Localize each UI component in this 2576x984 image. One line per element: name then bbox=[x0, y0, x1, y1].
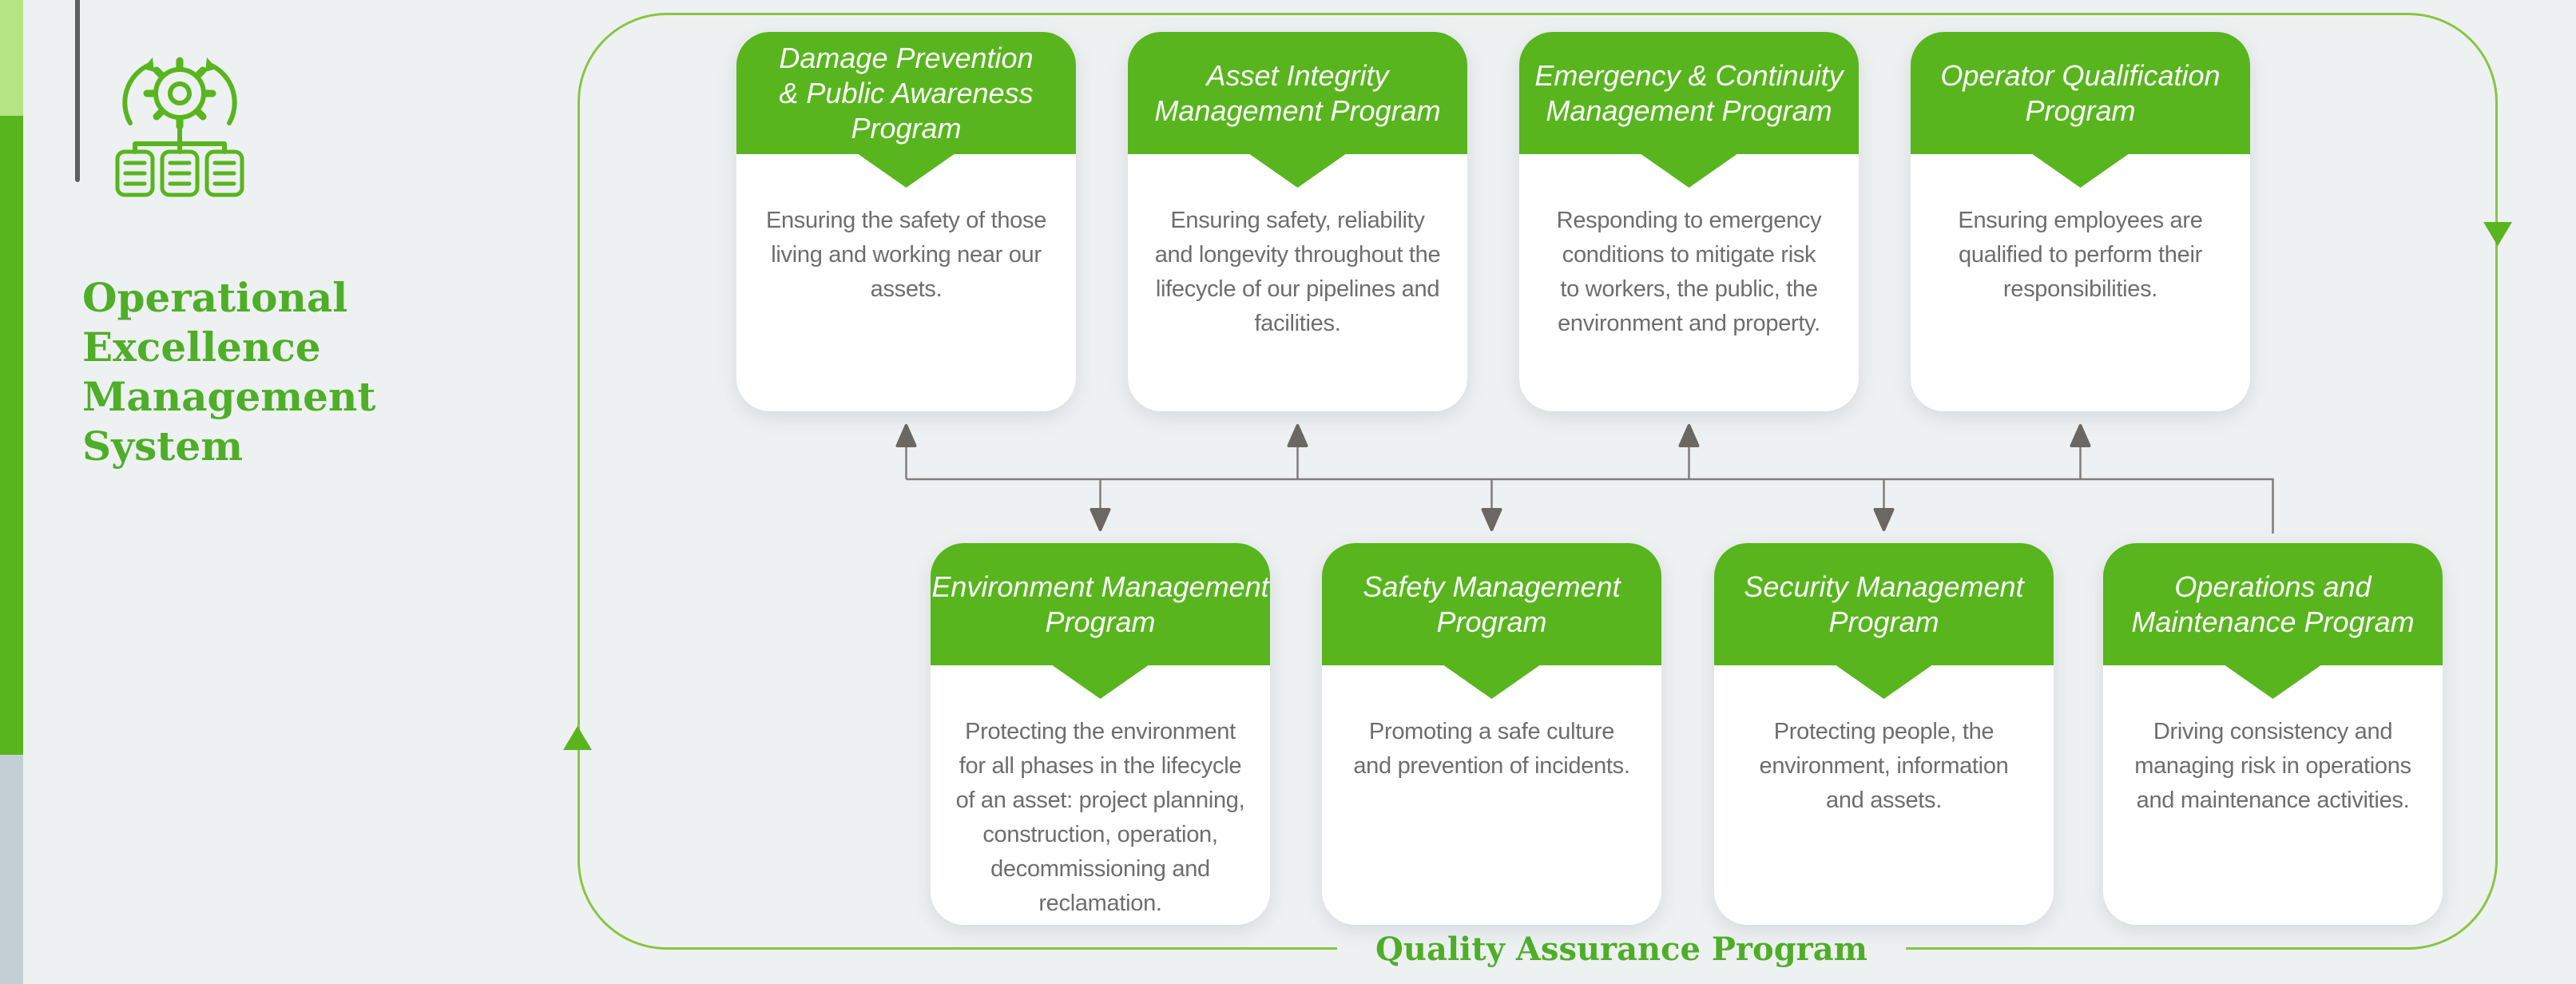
connector-up-stubs bbox=[905, 446, 2082, 479]
program-card-body: Ensuring employees are qualified to perf… bbox=[1911, 154, 2250, 411]
down-arrowhead-icon bbox=[1873, 508, 1895, 531]
program-card-header: Environment Management Program bbox=[931, 543, 1270, 665]
program-card-title: Environment Management Program bbox=[931, 569, 1269, 638]
program-card-header: Operations and Maintenance Program bbox=[2103, 543, 2443, 665]
left-strip-green bbox=[0, 116, 23, 755]
program-card-description: Driving consistency and managing risk in… bbox=[2134, 719, 2411, 813]
program-card-description: Responding to emergency conditions to mi… bbox=[1556, 208, 1822, 336]
program-card-description: Ensuring the safety of those living and … bbox=[765, 208, 1047, 302]
program-card-header: Safety Management Program bbox=[1322, 543, 1661, 665]
up-arrowhead-icon bbox=[1678, 424, 1700, 447]
program-card-body: Ensuring the safety of those living and … bbox=[736, 154, 1076, 411]
program-card: Asset Integrity Management Program Ensur… bbox=[1128, 32, 1467, 411]
cycle-arrowhead-left bbox=[143, 58, 154, 72]
program-card-title: Operator Qualification Program bbox=[1940, 58, 2221, 127]
program-card-header: Asset Integrity Management Program bbox=[1128, 32, 1467, 154]
program-card-description: Ensuring employees are qualified to perf… bbox=[1958, 208, 2203, 302]
program-card-body: Ensuring safety, reliability and longevi… bbox=[1128, 154, 1467, 411]
program-card-title: Asset Integrity Management Program bbox=[1154, 58, 1441, 127]
connector-bus-line bbox=[906, 478, 2274, 534]
program-card-body: Protecting the environment for all phase… bbox=[931, 665, 1270, 925]
up-arrowhead-icon bbox=[895, 424, 917, 447]
program-card-header: Damage Prevention & Public Awareness Pro… bbox=[736, 32, 1076, 154]
program-card-title: Emergency & Continuity Management Progra… bbox=[1534, 58, 1844, 127]
program-card: Operations and Maintenance Program Drivi… bbox=[2103, 543, 2443, 925]
qa-program-label: Quality Assurance Program bbox=[1337, 926, 1906, 974]
program-card: Operator Qualification Program Ensuring … bbox=[1911, 32, 2250, 411]
program-card-description: Ensuring safety, reliability and longevi… bbox=[1154, 208, 1441, 336]
program-card-body: Promoting a safe culture and prevention … bbox=[1322, 665, 1661, 925]
program-card-description: Protecting the environment for all phase… bbox=[955, 719, 1245, 916]
up-arrowhead-icon bbox=[2070, 424, 2091, 447]
program-card-header: Operator Qualification Program bbox=[1911, 32, 2250, 154]
program-card-title: Operations and Maintenance Program bbox=[2131, 569, 2415, 638]
program-card: Environment Management Program Protectin… bbox=[931, 543, 1270, 925]
program-card-title: Safety Management Program bbox=[1363, 569, 1621, 638]
program-card-description: Promoting a safe culture and prevention … bbox=[1353, 719, 1630, 779]
down-arrowhead-icon bbox=[1090, 508, 1111, 531]
left-strip-light-green bbox=[0, 0, 23, 116]
program-card: Emergency & Continuity Management Progra… bbox=[1519, 32, 1859, 411]
program-card-body: Driving consistency and managing risk in… bbox=[2103, 665, 2443, 925]
page-title: Operational Excellence Management System bbox=[82, 274, 376, 470]
connector-lines bbox=[895, 424, 2274, 534]
program-card-description: Protecting people, the environment, info… bbox=[1759, 719, 2009, 813]
program-card: Safety Management Program Promoting a sa… bbox=[1322, 543, 1661, 925]
program-card-body: Protecting people, the environment, info… bbox=[1714, 665, 2054, 925]
program-card: Damage Prevention & Public Awareness Pro… bbox=[736, 32, 1076, 411]
program-card: Security Management Program Protecting p… bbox=[1714, 543, 2054, 925]
program-card-body: Responding to emergency conditions to mi… bbox=[1519, 154, 1859, 411]
program-card-header: Emergency & Continuity Management Progra… bbox=[1519, 32, 1859, 154]
connector-down-stubs bbox=[1099, 479, 1885, 510]
program-card-header: Security Management Program bbox=[1714, 543, 2054, 665]
process-gear-icon bbox=[115, 57, 244, 197]
cycle-arrowhead-right bbox=[205, 58, 216, 72]
left-strip-slate bbox=[0, 755, 23, 984]
program-card-title: Damage Prevention & Public Awareness Pro… bbox=[779, 41, 1034, 145]
down-arrowhead-icon bbox=[1481, 508, 1502, 531]
up-arrowhead-icon bbox=[1287, 424, 1308, 447]
header-divider-line bbox=[75, 0, 80, 182]
program-card-title: Security Management Program bbox=[1744, 569, 2024, 638]
